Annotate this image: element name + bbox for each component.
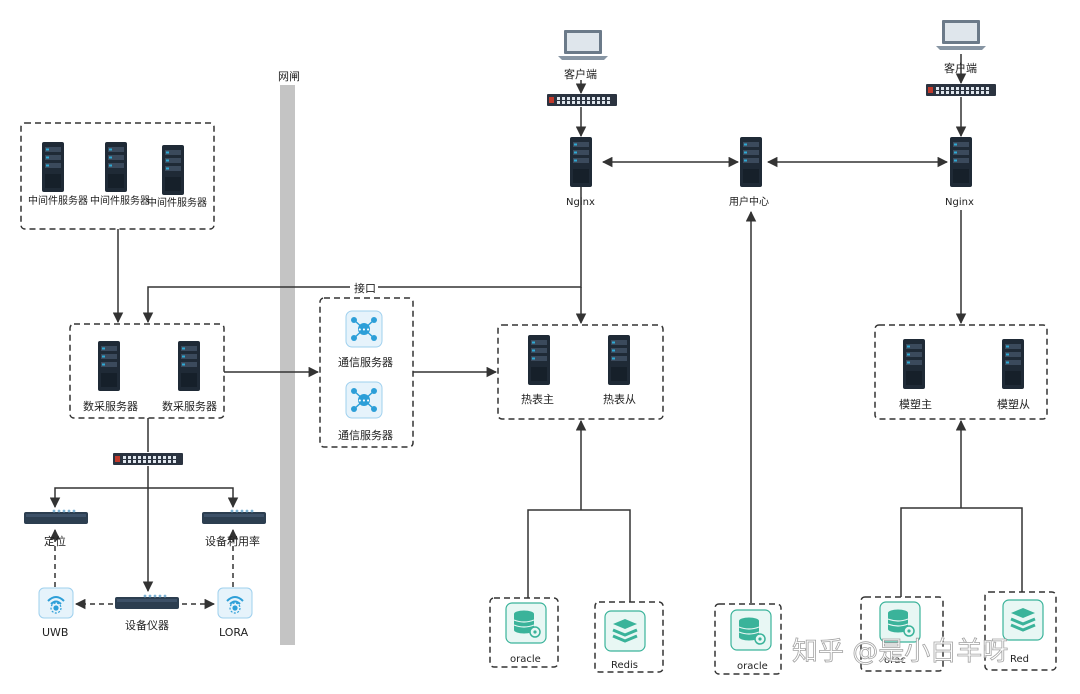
comm-server-label-2: 通信服务器 [338, 429, 393, 442]
comm-server-label-1: 通信服务器 [338, 356, 393, 369]
oracle-label-1: oracle [510, 654, 541, 665]
client-left-label: 客户端 [564, 67, 597, 81]
data-server-icon-2 [178, 341, 200, 391]
oracle-db-icon-3 [879, 601, 921, 643]
oracle-box-1 [489, 597, 559, 668]
mold-primary-label: 模塑主 [899, 397, 932, 411]
nginx-left-label: Nginx [566, 197, 595, 208]
redis-label-1: Redis [611, 660, 638, 671]
hot-primary-server-icon [528, 335, 550, 385]
nginx-left-server-icon [570, 137, 592, 187]
mold-group [874, 324, 1048, 420]
redis-box-1 [594, 601, 664, 673]
middleware-label-1: 中间件服务器 [28, 194, 88, 207]
lora-wifi-icon [217, 587, 253, 619]
nginx-right-server-icon [950, 137, 972, 187]
hot-replica-label: 热表从 [603, 392, 636, 406]
data-server-label-1: 数采服务器 [83, 400, 138, 413]
positioning-label: 定位 [44, 534, 66, 548]
uwb-label: UWB [42, 626, 68, 639]
redis-box-2 [984, 591, 1057, 671]
gateway-label: 网闸 [278, 70, 300, 83]
data-server-icon-1 [98, 341, 120, 391]
lora-label: LORA [219, 626, 249, 639]
middleware-label-2: 中间件服务器 [90, 194, 150, 207]
client-right-label: 客户端 [944, 61, 977, 75]
mold-replica-server-icon [1002, 339, 1024, 389]
utilization-router-icon [202, 509, 266, 524]
client-right-switch-icon [926, 84, 996, 96]
oracle-label-2: oracle [737, 661, 768, 672]
middleware-group [20, 122, 215, 230]
middleware-server-icon-1 [42, 142, 64, 192]
client-left-laptop-icon [558, 30, 608, 60]
mold-primary-server-icon [903, 339, 925, 389]
middleware-label-3: 中间件服务器 [147, 196, 207, 209]
interface-label: 接口 [354, 282, 376, 295]
comm-server-icon-1 [345, 310, 383, 348]
client-left-switch-icon [547, 94, 617, 106]
data-collection-group [69, 323, 225, 419]
oracle-label-3: orac [884, 655, 906, 666]
positioning-router-icon [24, 509, 88, 524]
hot-replica-server-icon [608, 335, 630, 385]
oracle-box-3 [860, 596, 944, 672]
instrument-label: 设备仪器 [125, 618, 169, 632]
middleware-server-icon-2 [105, 142, 127, 192]
dashed-links [49, 528, 239, 610]
network-switch-icon [113, 453, 183, 465]
utilization-label: 设备利用率 [205, 534, 260, 548]
nginx-right-label: Nginx [945, 197, 974, 208]
instrument-device-icon [115, 594, 179, 609]
oracle-db-icon-1 [505, 602, 547, 644]
user-center-server-icon [740, 137, 762, 187]
comm-server-icon-2 [345, 381, 383, 419]
oracle-box-2 [714, 603, 782, 675]
uwb-wifi-icon [38, 587, 74, 619]
middleware-server-icon-3 [162, 145, 184, 195]
gateway-bar [280, 85, 295, 645]
oracle-db-icon-2 [730, 609, 772, 651]
connections [49, 54, 1023, 603]
redis-icon-1 [603, 609, 647, 653]
data-server-label-2: 数采服务器 [162, 400, 217, 413]
user-center-label: 用户中心 [729, 195, 769, 208]
watermark-text: 知乎 @是小白羊呀 [792, 637, 1008, 667]
mold-replica-label: 模塑从 [997, 397, 1030, 411]
hot-primary-label: 热表主 [521, 392, 554, 406]
redis-icon-2 [1001, 598, 1045, 642]
hot-table-group [497, 324, 664, 420]
client-right-laptop-icon [936, 20, 986, 50]
redis-label-2: Red [1010, 654, 1029, 665]
